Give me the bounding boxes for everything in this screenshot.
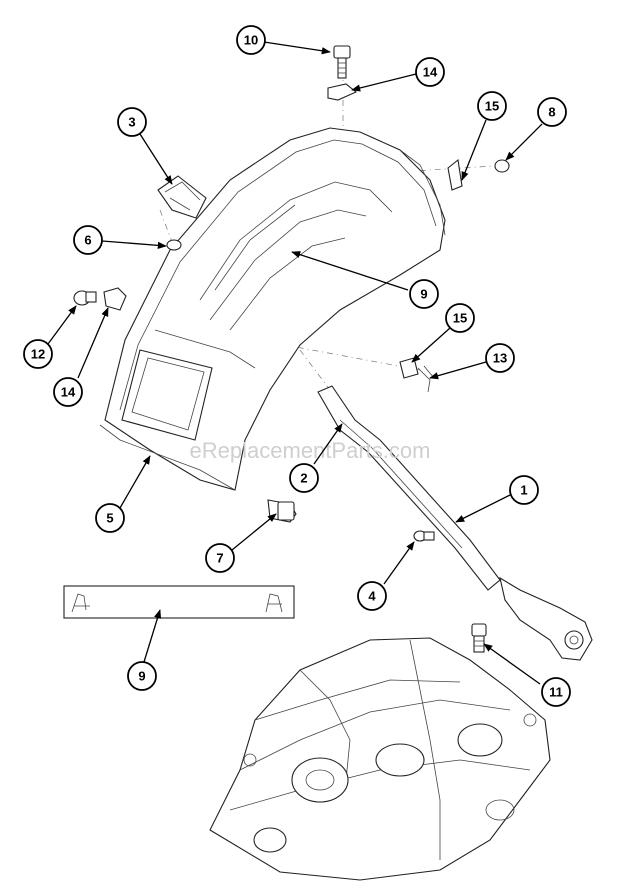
watermark-text: eReplacementParts.com [190, 438, 431, 463]
callout-label: 14 [61, 385, 76, 400]
bolt-part-7 [267, 499, 297, 523]
callout-label: 9 [420, 287, 427, 302]
callout-label: 12 [31, 347, 45, 362]
callout-11: 11 [541, 677, 571, 707]
callout-label: 2 [300, 471, 307, 486]
callout-label: 8 [548, 105, 555, 120]
callout-1: 1 [509, 475, 539, 505]
callout-14-left: 14 [53, 377, 83, 407]
callout-13: 13 [485, 343, 515, 373]
callout-label: 11 [549, 685, 563, 700]
callout-8: 8 [537, 97, 567, 127]
callout-label: 5 [106, 511, 113, 526]
callout-12: 12 [23, 339, 53, 369]
callout-15-top: 15 [477, 91, 507, 121]
callout-15-mid: 15 [445, 303, 475, 333]
shroud-housing [99, 127, 446, 491]
callout-9-bottom: 9 [127, 661, 157, 691]
callout-3: 3 [117, 107, 147, 137]
pin-part-13 [417, 365, 435, 393]
callout-4: 4 [357, 581, 387, 611]
plug-part-8 [494, 159, 510, 173]
bolt-part-10 [333, 45, 351, 79]
callout-label: 3 [128, 115, 135, 130]
callout-14-top: 14 [415, 57, 445, 87]
decal-part-9 [63, 585, 295, 619]
engine-block [209, 637, 551, 881]
callout-10: 10 [236, 25, 266, 55]
callout-label: 10 [244, 33, 258, 48]
callout-7: 7 [205, 543, 235, 573]
callout-label: 4 [368, 589, 376, 604]
callout-label: 6 [84, 233, 91, 248]
bracket-part-15-mid [399, 357, 419, 379]
knob-part-3 [157, 175, 207, 219]
callout-9-top: 9 [409, 279, 439, 309]
bracket-part-15-top [447, 158, 463, 191]
callout-label: 7 [216, 551, 223, 566]
clip-part-14-left [103, 287, 127, 311]
clip-part-14-top [327, 83, 358, 101]
screw-part-4 [413, 530, 435, 542]
callout-label: 14 [423, 65, 438, 80]
plug-part-11 [471, 623, 487, 653]
nut-part-6 [166, 239, 182, 251]
callout-label: 15 [453, 311, 467, 326]
callout-label: 13 [493, 351, 507, 366]
callout-6: 6 [73, 225, 103, 255]
callout-label: 1 [520, 483, 527, 498]
callout-label: 15 [485, 99, 499, 114]
lever-arm-parts-1-2 [317, 385, 593, 661]
callout-label: 9 [138, 669, 145, 684]
callout-2: 2 [289, 463, 319, 493]
callout-5: 5 [95, 503, 125, 533]
leader-lines [47, 41, 543, 685]
cap-part-12 [73, 290, 97, 306]
